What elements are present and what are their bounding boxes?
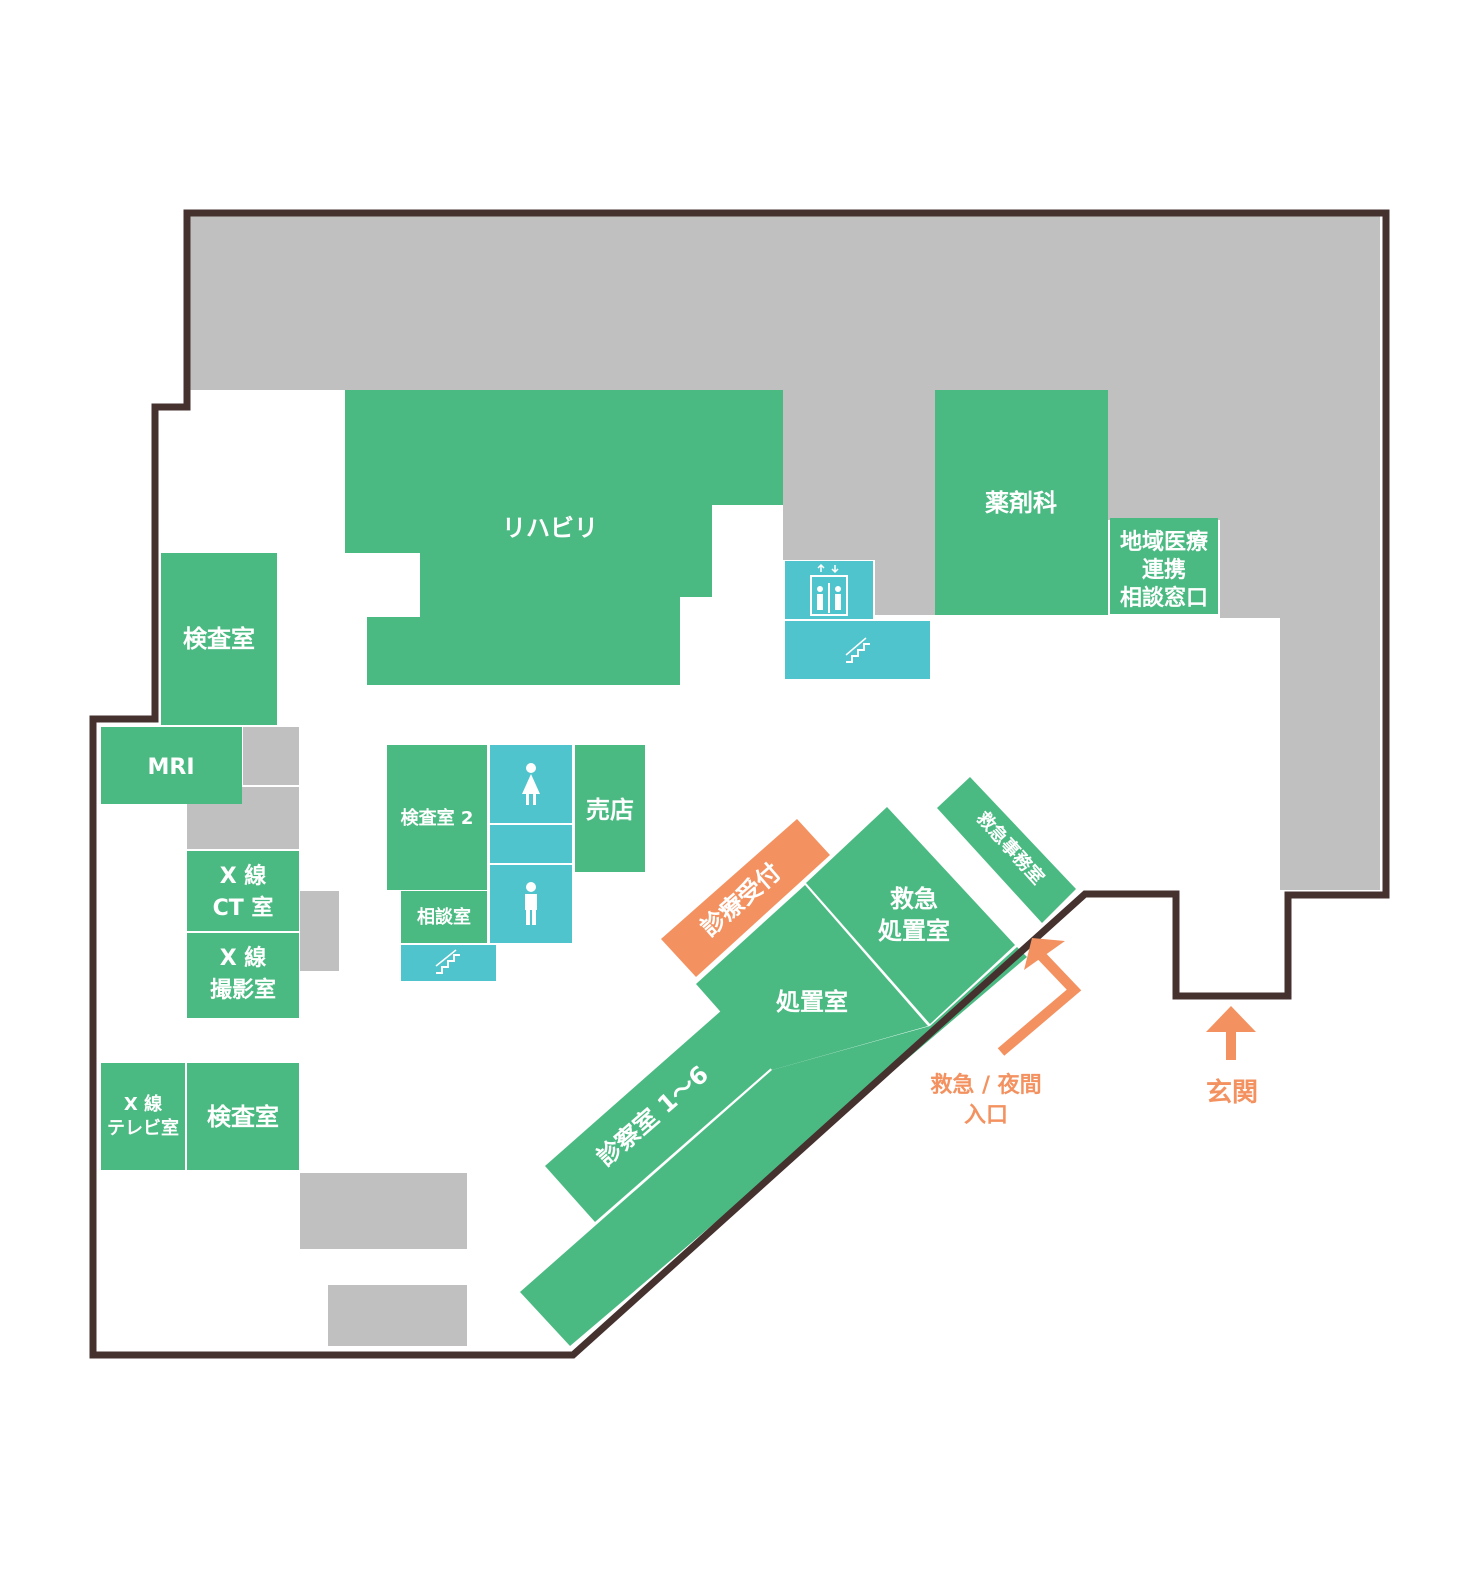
stairs-icon[interactable] [401, 945, 496, 981]
room-er-treatment-label-2: 処置室 [878, 917, 950, 945]
elevator-icon[interactable] [785, 561, 873, 619]
entrance-night-label-2: 入口 [964, 1103, 1008, 1128]
room-xray-ct-label-2: CT 室 [213, 895, 274, 921]
room-pharmacy-label: 薬剤科 [985, 489, 1057, 517]
room-exam-2-label: 検査室 2 [401, 807, 474, 829]
room-regional-label-3: 相談窓口 [1120, 585, 1208, 611]
room-xray-tv[interactable] [101, 1063, 185, 1170]
room-mri-label: MRI [147, 755, 194, 780]
room-regional-label-1: 地域医療 [1120, 529, 1208, 555]
room-er-treatment-label-1: 救急 [890, 885, 938, 913]
room-exam-1[interactable] [161, 553, 277, 725]
stairs-icon[interactable] [785, 621, 930, 679]
room-treatment[interactable] [696, 885, 928, 1070]
room-er-office[interactable] [937, 777, 1076, 923]
room-shop-label: 売店 [586, 796, 634, 824]
storage-block [243, 727, 299, 785]
room-regional-cooperation[interactable] [1110, 518, 1218, 614]
room-shop[interactable] [575, 745, 645, 872]
room-rehab-label: リハビリ [502, 514, 598, 542]
restroom-corridor [490, 825, 572, 863]
entrance-main-label: 玄関 [1206, 1077, 1258, 1108]
room-consultation-1-6[interactable] [545, 1010, 771, 1222]
room-xray-tv-label-1: X 線 [124, 1093, 162, 1115]
storage-block [300, 1173, 467, 1249]
building-outer-wall [89, 209, 1390, 1359]
room-treatment-label: 処置室 [776, 988, 848, 1016]
mens-restroom-icon[interactable] [490, 865, 572, 943]
storage-block [328, 1285, 467, 1346]
room-xray-photo[interactable] [187, 933, 299, 1018]
room-consult-label: 相談室 [417, 906, 471, 928]
arrow-up-icon [1206, 1006, 1256, 1060]
room-regional-label-2: 連携 [1142, 557, 1186, 583]
room-xray-photo-label-2: 撮影室 [210, 977, 276, 1003]
room-xray-ct-label-1: X 線 [220, 863, 267, 889]
service-area-top [190, 215, 1380, 890]
room-xray-photo-label-1: X 線 [220, 945, 267, 971]
room-rehab[interactable] [345, 390, 783, 685]
room-reception[interactable] [661, 819, 830, 977]
room-xray-tv-label-2: テレビ室 [107, 1117, 179, 1139]
storage-block [300, 891, 339, 971]
womens-restroom-icon[interactable] [490, 745, 572, 823]
entrance-night-label-1: 救急 / 夜間 [930, 1072, 1041, 1098]
room-exam-1-label: 検査室 [183, 625, 255, 653]
room-exam-2[interactable] [387, 745, 487, 890]
room-xray-ct[interactable] [187, 851, 299, 931]
room-treatment-corridor [520, 947, 1027, 1346]
room-exam-3[interactable] [187, 1063, 299, 1170]
room-er-treatment[interactable] [806, 807, 1015, 1024]
room-pharmacy[interactable] [935, 390, 1108, 615]
room-mri[interactable] [101, 727, 242, 804]
room-consult[interactable] [401, 891, 487, 943]
arrow-up-icon [997, 938, 1082, 1056]
room-exam-3-label: 検査室 [207, 1103, 279, 1131]
